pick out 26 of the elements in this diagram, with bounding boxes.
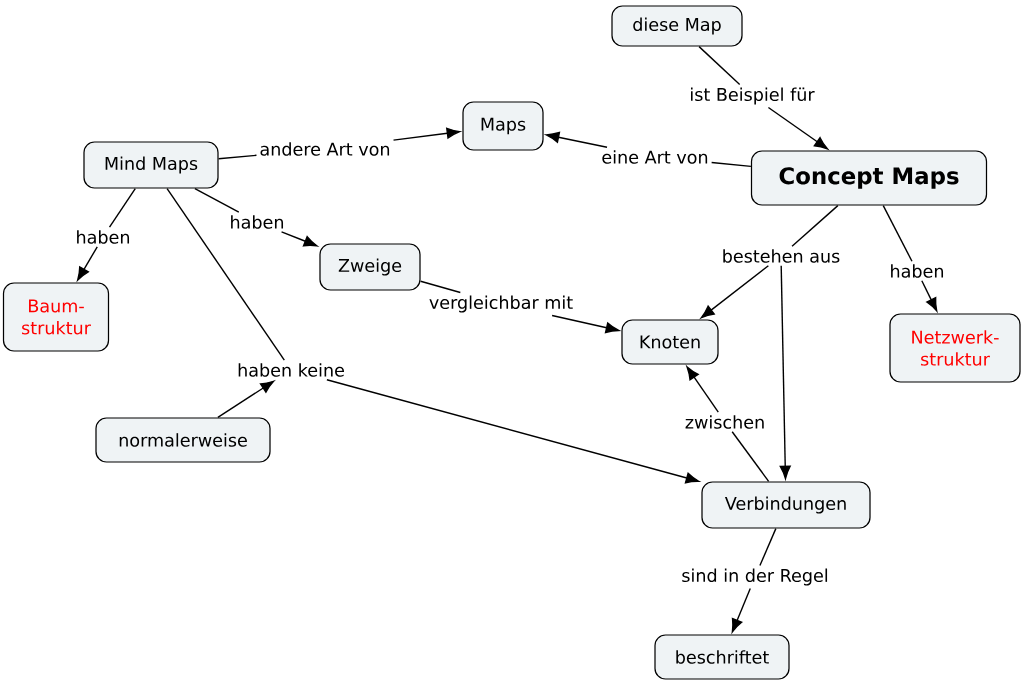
arrow: [392, 127, 461, 141]
arrow: [686, 366, 719, 413]
concept-box: Maps: [462, 101, 544, 151]
arrow: [700, 265, 770, 319]
arrow: [545, 131, 608, 148]
arrow: [217, 380, 275, 419]
arrow: [326, 379, 700, 484]
concept-box: Baum- struktur: [2, 282, 110, 352]
concept-box: beschriftet: [654, 634, 790, 680]
arrow: [921, 280, 938, 312]
concept-box: Knoten: [621, 319, 719, 365]
arrow: [77, 246, 98, 281]
concept-box: Mind Maps: [83, 141, 219, 189]
linking-phrase: sind in der Regel: [678, 565, 832, 589]
concept-box: Netzwerk- struktur: [889, 313, 1021, 383]
arrow: [767, 106, 829, 150]
concept-box: diese Map: [611, 5, 743, 47]
concept-box: Zweige: [319, 243, 421, 291]
linking-phrase: vergleichbar mit: [426, 292, 576, 316]
arrow: [280, 231, 318, 247]
arrow: [731, 587, 751, 633]
concept-box: normalerweise: [95, 417, 271, 463]
arrow: [551, 314, 620, 334]
concept-box: Concept Maps: [750, 150, 988, 206]
concept-box: Verbindungen: [701, 481, 871, 529]
arrow: [779, 265, 791, 480]
